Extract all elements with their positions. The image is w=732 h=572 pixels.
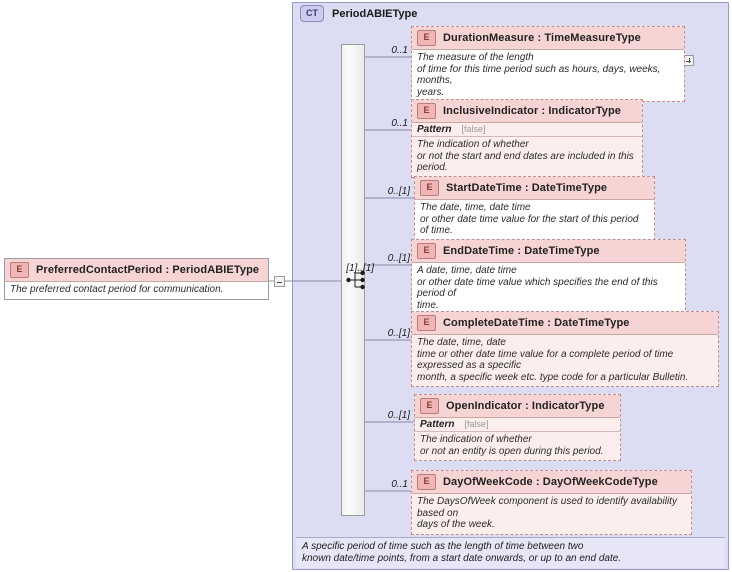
element-header: E EndDateTime : DateTimeType — [412, 240, 685, 263]
element-duration-measure[interactable]: E DurationMeasure : TimeMeasureType The … — [411, 26, 685, 102]
element-title: OpenIndicator : IndicatorType — [446, 400, 605, 412]
element-header: E DurationMeasure : TimeMeasureType — [412, 27, 684, 50]
element-documentation: The DaysOfWeek component is used to iden… — [417, 496, 677, 530]
complextype-title: PeriodABIEType — [332, 7, 418, 20]
element-preferred-contact-period[interactable]: E PreferredContactPeriod : PeriodABIETyp… — [4, 258, 269, 300]
sequence-compositor-icon[interactable] — [346, 270, 368, 290]
element-badge-icon: E — [417, 315, 436, 331]
element-body: The DaysOfWeek component is used to iden… — [412, 494, 691, 534]
cardinality-6: 0..1 — [391, 479, 408, 490]
element-day-of-week-code[interactable]: E DayOfWeekCode : DayOfWeekCodeType The … — [411, 470, 692, 535]
element-pattern-row: Pattern [false] — [415, 418, 620, 432]
element-inclusive-indicator[interactable]: E InclusiveIndicator : IndicatorType Pat… — [411, 99, 643, 178]
element-badge-icon: E — [417, 103, 436, 119]
element-documentation: The date, time, date time or other date … — [420, 202, 639, 236]
element-title: EndDateTime : DateTimeType — [443, 245, 600, 257]
element-documentation: The measure of the length of time for th… — [417, 52, 661, 98]
element-body: The date, time, date time or other date … — [412, 335, 718, 386]
element-title: DayOfWeekCode : DayOfWeekCodeType — [443, 476, 658, 488]
element-body: The indication of whether or not the sta… — [412, 137, 642, 177]
element-documentation: The indication of whether or not the sta… — [417, 139, 634, 173]
element-documentation: A date, time, date time or other date ti… — [417, 265, 658, 311]
element-header: E StartDateTime : DateTimeType — [415, 177, 654, 200]
cardinality-0: 0..1 — [391, 45, 408, 56]
element-title: DurationMeasure : TimeMeasureType — [443, 32, 641, 44]
pattern-label: Pattern — [420, 419, 455, 430]
element-body: The measure of the length of time for th… — [412, 50, 684, 101]
complextype-badge-icon: CT — [300, 5, 324, 22]
element-badge-icon: E — [417, 30, 436, 46]
element-badge-icon: E — [417, 243, 436, 259]
element-title: CompleteDateTime : DateTimeType — [443, 317, 630, 329]
element-header: E DayOfWeekCode : DayOfWeekCodeType — [412, 471, 691, 494]
element-header: E InclusiveIndicator : IndicatorType — [412, 100, 642, 123]
pattern-value: [false] — [464, 419, 489, 429]
complextype-header: CT PeriodABIEType — [300, 5, 417, 22]
element-header: E CompleteDateTime : DateTimeType — [412, 312, 718, 335]
collapse-box[interactable] — [274, 276, 285, 287]
element-title: InclusiveIndicator : IndicatorType — [443, 105, 622, 117]
pattern-value: [false] — [461, 124, 486, 134]
cardinality-4: 0..[1] — [387, 328, 410, 339]
element-documentation: The date, time, date time or other date … — [417, 337, 689, 383]
element-start-date-time[interactable]: E StartDateTime : DateTimeType The date,… — [414, 176, 655, 241]
element-header: E OpenIndicator : IndicatorType — [415, 395, 620, 418]
cardinality-5: 0..[1] — [387, 410, 410, 421]
pattern-label: Pattern — [417, 124, 452, 135]
element-header: E PreferredContactPeriod : PeriodABIETyp… — [5, 259, 268, 282]
element-documentation: The preferred contact period for communi… — [10, 284, 224, 295]
element-badge-icon: E — [10, 262, 29, 278]
cardinality-root: [1]..[1] — [346, 263, 374, 274]
element-body: The preferred contact period for communi… — [5, 282, 268, 299]
element-pattern-row: Pattern [false] — [412, 123, 642, 137]
complextype-annotation: A specific period of time such as the le… — [296, 537, 725, 568]
element-title: PreferredContactPeriod : PeriodABIEType — [36, 264, 260, 276]
element-body: The indication of whether or not an enti… — [415, 432, 620, 460]
cardinality-1: 0..1 — [391, 118, 408, 129]
element-complete-date-time[interactable]: E CompleteDateTime : DateTimeType The da… — [411, 311, 719, 387]
cardinality-2: 0..[1] — [387, 186, 410, 197]
element-end-date-time[interactable]: E EndDateTime : DateTimeType A date, tim… — [411, 239, 686, 315]
element-open-indicator[interactable]: E OpenIndicator : IndicatorType Pattern … — [414, 394, 621, 461]
element-body: The date, time, date time or other date … — [415, 200, 654, 240]
element-badge-icon: E — [417, 474, 436, 490]
element-badge-icon: E — [420, 398, 439, 414]
element-body: A date, time, date time or other date ti… — [412, 263, 685, 314]
element-badge-icon: E — [420, 180, 439, 196]
element-documentation: The indication of whether or not an enti… — [420, 434, 604, 457]
element-title: StartDateTime : DateTimeType — [446, 182, 608, 194]
cardinality-3: 0..[1] — [387, 253, 410, 264]
